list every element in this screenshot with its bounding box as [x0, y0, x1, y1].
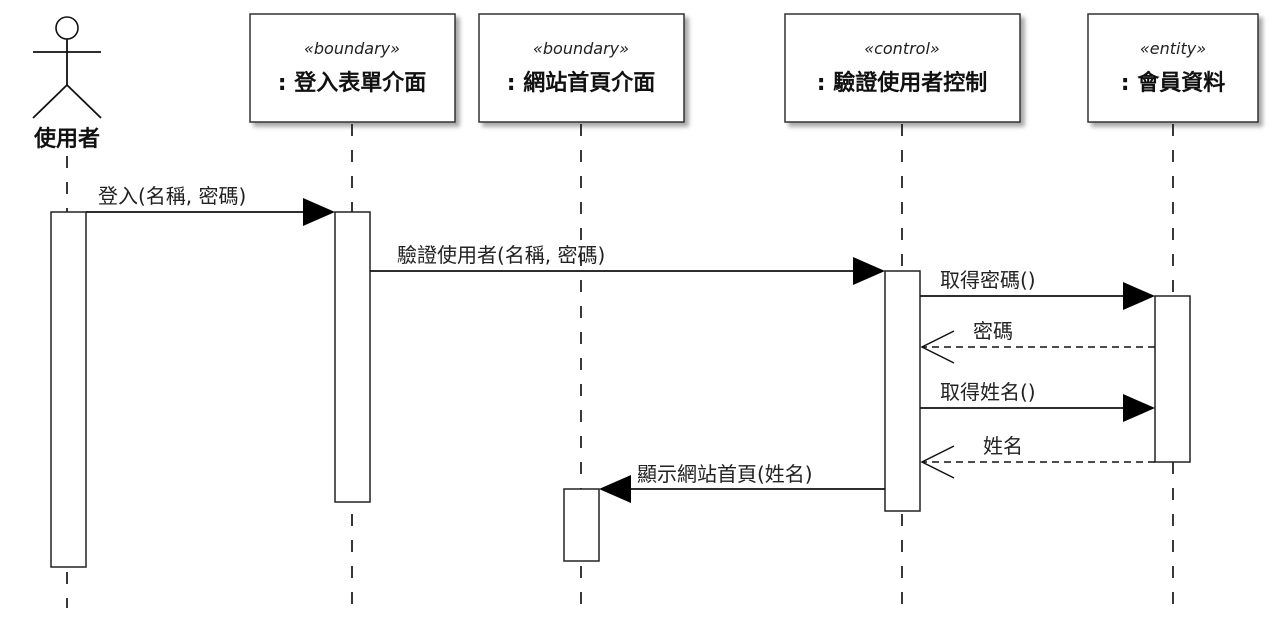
participant-box [478, 13, 685, 123]
actor-name: 使用者 [33, 127, 100, 152]
message-label: 驗證使用者(名稱, 密碼) [397, 243, 605, 267]
message-verify-user: 驗證使用者(名稱, 密碼) [370, 243, 885, 285]
activation-login-form [334, 211, 371, 503]
participant-member-data: «entity» : 會員資料 [1087, 13, 1259, 123]
arrowhead-filled-icon [853, 257, 885, 285]
message-label: 取得密碼() [940, 268, 1036, 292]
message-label: 密碼 [973, 319, 1013, 343]
message-return-name: 姓名 [920, 434, 1155, 479]
message-label: 姓名 [983, 434, 1023, 458]
participant-stereotype: «control» [864, 39, 940, 58]
participant-name: : 會員資料 [1121, 70, 1225, 96]
message-label: 顯示網站首頁(姓名) [637, 462, 813, 486]
message-show-homepage: 顯示網站首頁(姓名) [599, 462, 885, 503]
participant-name: : 登入表單介面 [278, 70, 426, 96]
participant-homepage: «boundary» : 網站首頁介面 [478, 13, 685, 123]
message-label: 登入(名稱, 密碼) [98, 184, 246, 208]
arrowhead-filled-icon [1123, 282, 1155, 310]
participant-box [1087, 13, 1259, 123]
activation-member-data [1154, 295, 1191, 463]
participant-verify-control: «control» : 驗證使用者控制 [784, 13, 1021, 123]
message-return-password: 密碼 [920, 319, 1155, 364]
activation-user [50, 211, 87, 568]
arrowhead-open-icon [920, 330, 955, 364]
arrowhead-open-icon [920, 445, 955, 479]
activation-homepage [563, 488, 600, 562]
message-get-name: 取得姓名() [920, 380, 1155, 422]
participant-box [249, 13, 456, 123]
arrowhead-filled-icon [303, 198, 335, 226]
participant-login-form: «boundary» : 登入表單介面 [249, 13, 456, 123]
message-label: 取得姓名() [940, 380, 1036, 404]
stick-figure-icon [32, 16, 102, 119]
participant-name: : 網站首頁介面 [507, 70, 655, 96]
participant-name: : 驗證使用者控制 [817, 70, 987, 96]
participant-stereotype: «boundary» [304, 39, 400, 58]
participant-stereotype: «boundary» [533, 39, 629, 58]
arrowhead-filled-icon [599, 475, 631, 503]
message-login: 登入(名稱, 密碼) [86, 184, 335, 226]
activation-verify-control [884, 270, 921, 512]
participant-stereotype: «entity» [1140, 39, 1206, 58]
actor-user: 使用者 [32, 16, 102, 152]
participant-box [784, 13, 1021, 123]
message-get-password: 取得密碼() [920, 268, 1155, 310]
arrowhead-filled-icon [1123, 394, 1155, 422]
